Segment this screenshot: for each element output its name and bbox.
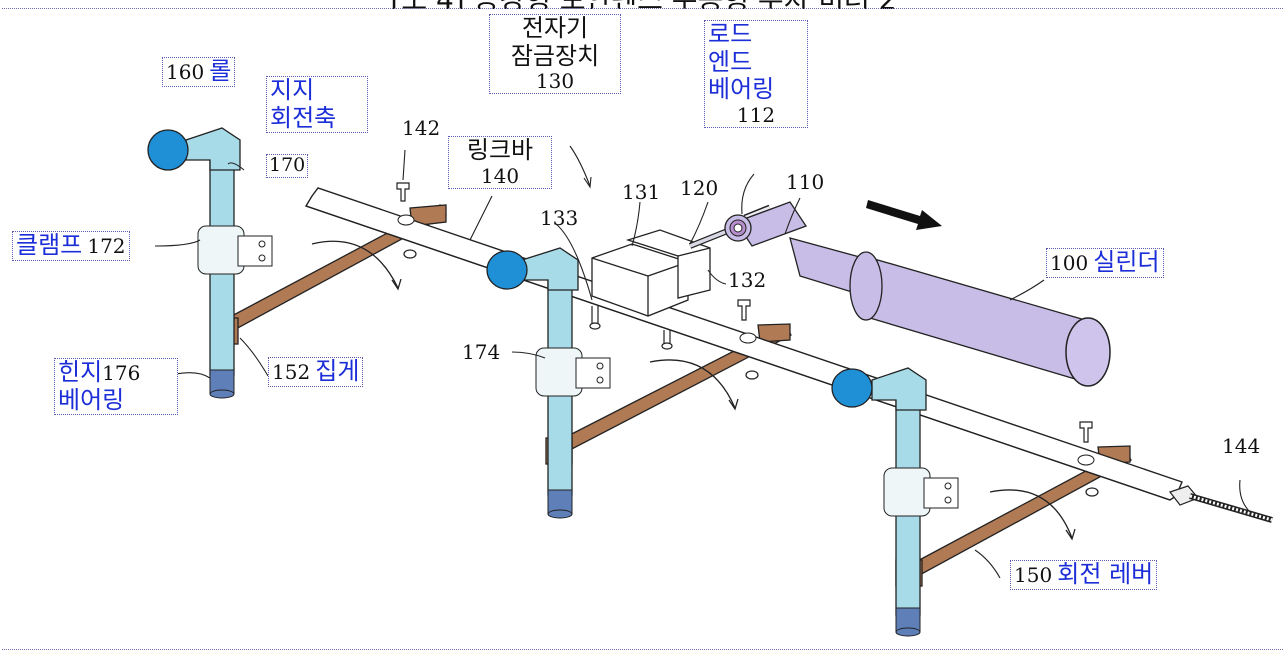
support-shaft-1 <box>147 127 273 399</box>
title-strip: [도 4] 증강형 보안펜스 수동형 주차 미러 2 <box>0 0 1287 9</box>
label-hinge-joint-text: 집게 <box>315 357 360 385</box>
label-120: 120 <box>680 176 719 200</box>
label-rodend-line3: 베어링 <box>708 75 775 104</box>
label-support-line1: 지지 <box>270 76 315 104</box>
label-rod-end-bearing: 로드 엔드 베어링 112 <box>704 20 808 128</box>
figure-frame <box>2 8 1283 650</box>
label-131: 131 <box>622 180 661 204</box>
label-hinge-text: 힌지 <box>58 358 103 386</box>
label-rotlever-num: 150 <box>1014 563 1053 587</box>
label-142: 142 <box>402 116 441 140</box>
label-rotlever-text: 회전 레버 <box>1057 560 1154 588</box>
label-133: 133 <box>540 206 579 230</box>
electromagnetic-lock <box>591 229 711 317</box>
label-support-shaft: 지지 회전축 <box>266 76 368 134</box>
label-clamp: 클램프 172 <box>12 231 130 261</box>
label-cylinder-num: 100 <box>1050 251 1089 275</box>
leader-lines <box>154 145 1251 579</box>
label-174: 174 <box>462 340 501 364</box>
label-roll-text: 롤 <box>209 57 232 85</box>
figure-title: [도 4] 증강형 보안펜스 수동형 주차 미러 2 <box>0 0 1287 9</box>
label-110: 110 <box>786 170 825 194</box>
label-roll: 160 롤 <box>162 57 236 87</box>
direction-arrow-icon <box>866 200 942 230</box>
label-link-bar: 링크바 140 <box>448 136 552 189</box>
rotation-arrows <box>311 240 1076 541</box>
label-linkbar-num: 140 <box>480 163 520 188</box>
label-rotation-lever: 150 회전 레버 <box>1010 560 1158 590</box>
support-shaft-3 <box>831 367 959 637</box>
label-clamp-num: 172 <box>87 234 126 258</box>
label-clamp-text: 클램프 <box>16 231 83 259</box>
threaded-rod-end <box>1169 485 1273 523</box>
label-144: 144 <box>1222 434 1261 458</box>
label-hinge-text2: 베어링 <box>58 385 125 414</box>
label-support-line2: 회전축 <box>270 103 337 132</box>
label-lock-num: 130 <box>535 69 575 94</box>
label-170: 170 <box>266 154 309 178</box>
label-lock-line1: 전자기 <box>521 14 589 42</box>
cylinder-assembly <box>688 201 1111 387</box>
label-em-lock: 전자기 잠금장치 130 <box>489 14 621 95</box>
label-cylinder: 100 실린더 <box>1046 248 1164 278</box>
label-132: 132 <box>728 268 767 292</box>
label-hinge-bearing: 힌지176 베어링 <box>54 358 178 416</box>
label-hinge-num: 176 <box>102 361 141 385</box>
label-rodend-line1: 로드 <box>708 20 753 48</box>
support-shaft-2 <box>486 247 611 519</box>
label-roll-num: 160 <box>166 60 205 84</box>
label-rodend-line2: 엔드 <box>708 47 753 76</box>
label-linkbar-text: 링크바 <box>466 136 534 164</box>
rotation-lever-1 <box>211 204 447 345</box>
label-hinge-joint-num: 152 <box>272 360 311 384</box>
label-cylinder-text: 실린더 <box>1093 248 1160 276</box>
label-rodend-num: 112 <box>736 102 776 127</box>
label-lock-line2: 잠금장치 <box>510 41 600 70</box>
bolts <box>396 182 1099 497</box>
label-hinge-joint: 152 집게 <box>268 357 364 387</box>
